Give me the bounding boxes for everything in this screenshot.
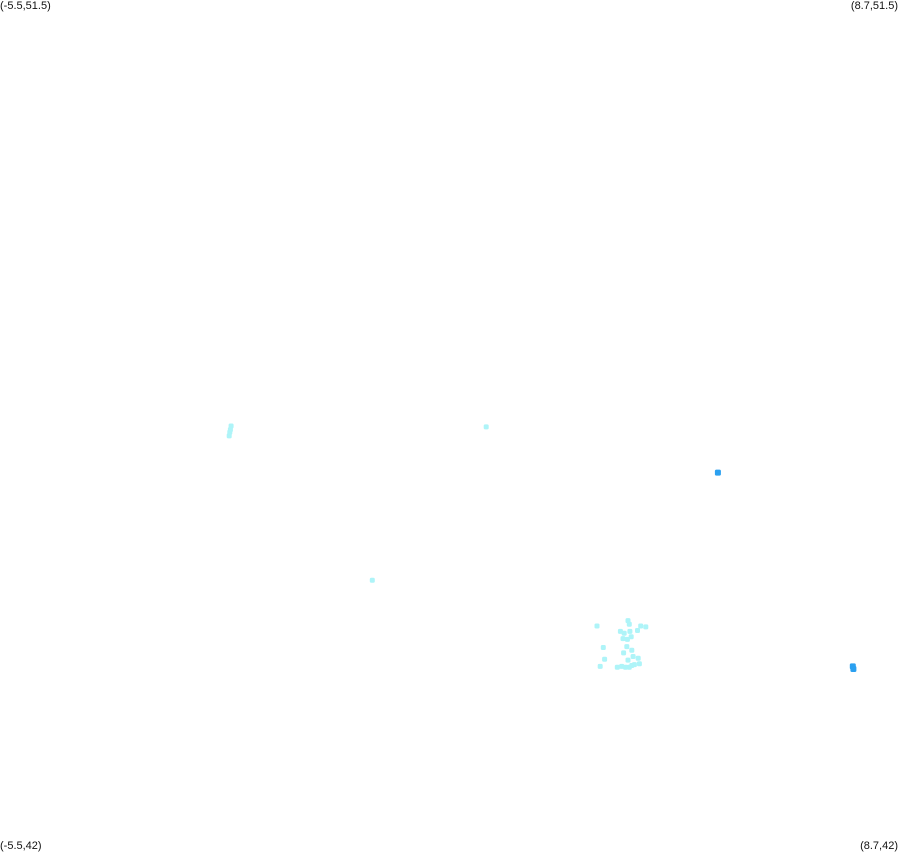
map-point — [638, 623, 644, 629]
map-point — [630, 654, 636, 659]
map-point — [600, 645, 606, 650]
map-point — [625, 657, 631, 663]
map-point — [614, 664, 620, 670]
map-point — [226, 433, 232, 439]
map-point — [624, 636, 630, 642]
map-point — [850, 666, 857, 672]
map-point — [636, 661, 642, 667]
corner-label-bottom-left: (-5.5,42) — [0, 840, 42, 852]
corner-label-top-right: (8.7,51.5) — [850, 0, 898, 12]
map-point — [621, 650, 627, 656]
map-point — [619, 663, 625, 669]
map-point — [620, 636, 626, 642]
map-point — [369, 577, 375, 583]
map-point — [635, 628, 640, 633]
corner-label-bottom-right: (8.7,42) — [860, 840, 898, 852]
map-point — [629, 647, 635, 653]
map-point — [643, 624, 649, 630]
map-point — [627, 628, 633, 634]
map-point — [621, 630, 627, 636]
map-point — [602, 656, 608, 662]
map-point — [597, 663, 603, 669]
map-point — [624, 644, 630, 650]
corner-label-top-left: (-5.5,51.5) — [0, 0, 51, 12]
map-point — [635, 655, 641, 661]
map-point — [629, 663, 635, 668]
map-point — [628, 634, 634, 640]
map-point — [626, 621, 632, 627]
map-point — [483, 424, 489, 430]
map-point — [617, 628, 623, 634]
map-point — [594, 623, 600, 629]
map-point — [714, 469, 721, 476]
map-point — [623, 664, 628, 670]
